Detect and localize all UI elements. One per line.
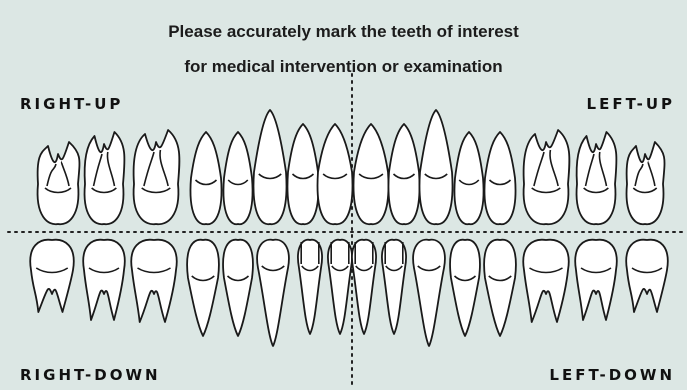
tooth-outline bbox=[354, 124, 389, 224]
tooth-upper-3-molar-1[interactable] bbox=[134, 130, 180, 224]
tooth-outline bbox=[627, 142, 665, 224]
tooth-outline bbox=[388, 124, 419, 224]
tooth-lower-15-molar-2[interactable] bbox=[575, 240, 617, 320]
tooth-lower-3-molar-1[interactable] bbox=[131, 240, 176, 322]
tooth-outline bbox=[626, 240, 668, 312]
tooth-outline bbox=[190, 132, 221, 224]
tooth-lower-16-molar-3[interactable] bbox=[626, 240, 668, 312]
tooth-upper-12-premolar-1[interactable] bbox=[454, 132, 483, 224]
tooth-lower-13-premolar-2[interactable] bbox=[484, 240, 516, 336]
tooth-lower-5-premolar-1[interactable] bbox=[223, 240, 253, 336]
tooth-outline bbox=[419, 110, 452, 224]
tooth-outline bbox=[253, 110, 286, 224]
tooth-lower-10-incisor-lateral[interactable] bbox=[382, 240, 406, 334]
tooth-outline bbox=[413, 240, 445, 346]
tooth-lower-12-premolar-1[interactable] bbox=[450, 240, 480, 336]
tooth-upper-9-incisor-central[interactable] bbox=[354, 124, 389, 224]
tooth-lower-8-incisor-central[interactable] bbox=[328, 240, 352, 334]
tooth-outline bbox=[134, 130, 180, 224]
tooth-outline bbox=[454, 132, 483, 224]
tooth-lower-2-molar-2[interactable] bbox=[83, 240, 125, 320]
tooth-upper-5-premolar-1[interactable] bbox=[223, 132, 252, 224]
tooth-outline bbox=[287, 124, 318, 224]
tooth-outline bbox=[575, 240, 617, 320]
tooth-outline bbox=[524, 130, 570, 224]
tooth-outline bbox=[38, 142, 80, 224]
tooth-lower-11-canine[interactable] bbox=[413, 240, 445, 346]
tooth-outline bbox=[484, 240, 516, 336]
tooth-upper-10-incisor-lateral[interactable] bbox=[388, 124, 419, 224]
tooth-upper-7-incisor-lateral[interactable] bbox=[287, 124, 318, 224]
tooth-lower-9-incisor-central[interactable] bbox=[352, 240, 376, 334]
tooth-lower-7-incisor-lateral[interactable] bbox=[298, 240, 322, 334]
tooth-upper-2-molar-2[interactable] bbox=[85, 132, 125, 224]
tooth-outline bbox=[83, 240, 125, 320]
tooth-outline bbox=[257, 240, 289, 346]
tooth-lower-4-premolar-2[interactable] bbox=[187, 240, 219, 336]
tooth-outline bbox=[131, 240, 176, 322]
tooth-outline bbox=[318, 124, 353, 224]
tooth-upper-15-molar-2[interactable] bbox=[577, 132, 617, 224]
tooth-outline bbox=[223, 132, 252, 224]
tooth-outline bbox=[85, 132, 125, 224]
tooth-outline bbox=[523, 240, 568, 322]
tooth-outline bbox=[187, 240, 219, 336]
tooth-upper-6-canine[interactable] bbox=[253, 110, 286, 224]
tooth-upper-16-molar-3[interactable] bbox=[627, 142, 665, 224]
tooth-lower-1-molar-3[interactable] bbox=[30, 240, 74, 312]
tooth-upper-1-molar-3[interactable] bbox=[38, 142, 80, 224]
tooth-outline bbox=[223, 240, 253, 336]
tooth-upper-13-premolar-2[interactable] bbox=[484, 132, 515, 224]
tooth-upper-14-molar-1[interactable] bbox=[524, 130, 570, 224]
teeth-layer bbox=[30, 110, 668, 346]
tooth-lower-14-molar-1[interactable] bbox=[523, 240, 568, 322]
tooth-lower-6-canine[interactable] bbox=[257, 240, 289, 346]
tooth-outline bbox=[577, 132, 617, 224]
tooth-outline bbox=[30, 240, 74, 312]
tooth-upper-11-canine[interactable] bbox=[419, 110, 452, 224]
tooth-upper-4-premolar-2[interactable] bbox=[190, 132, 221, 224]
tooth-outline bbox=[484, 132, 515, 224]
tooth-upper-8-incisor-central[interactable] bbox=[318, 124, 353, 224]
tooth-outline bbox=[450, 240, 480, 336]
